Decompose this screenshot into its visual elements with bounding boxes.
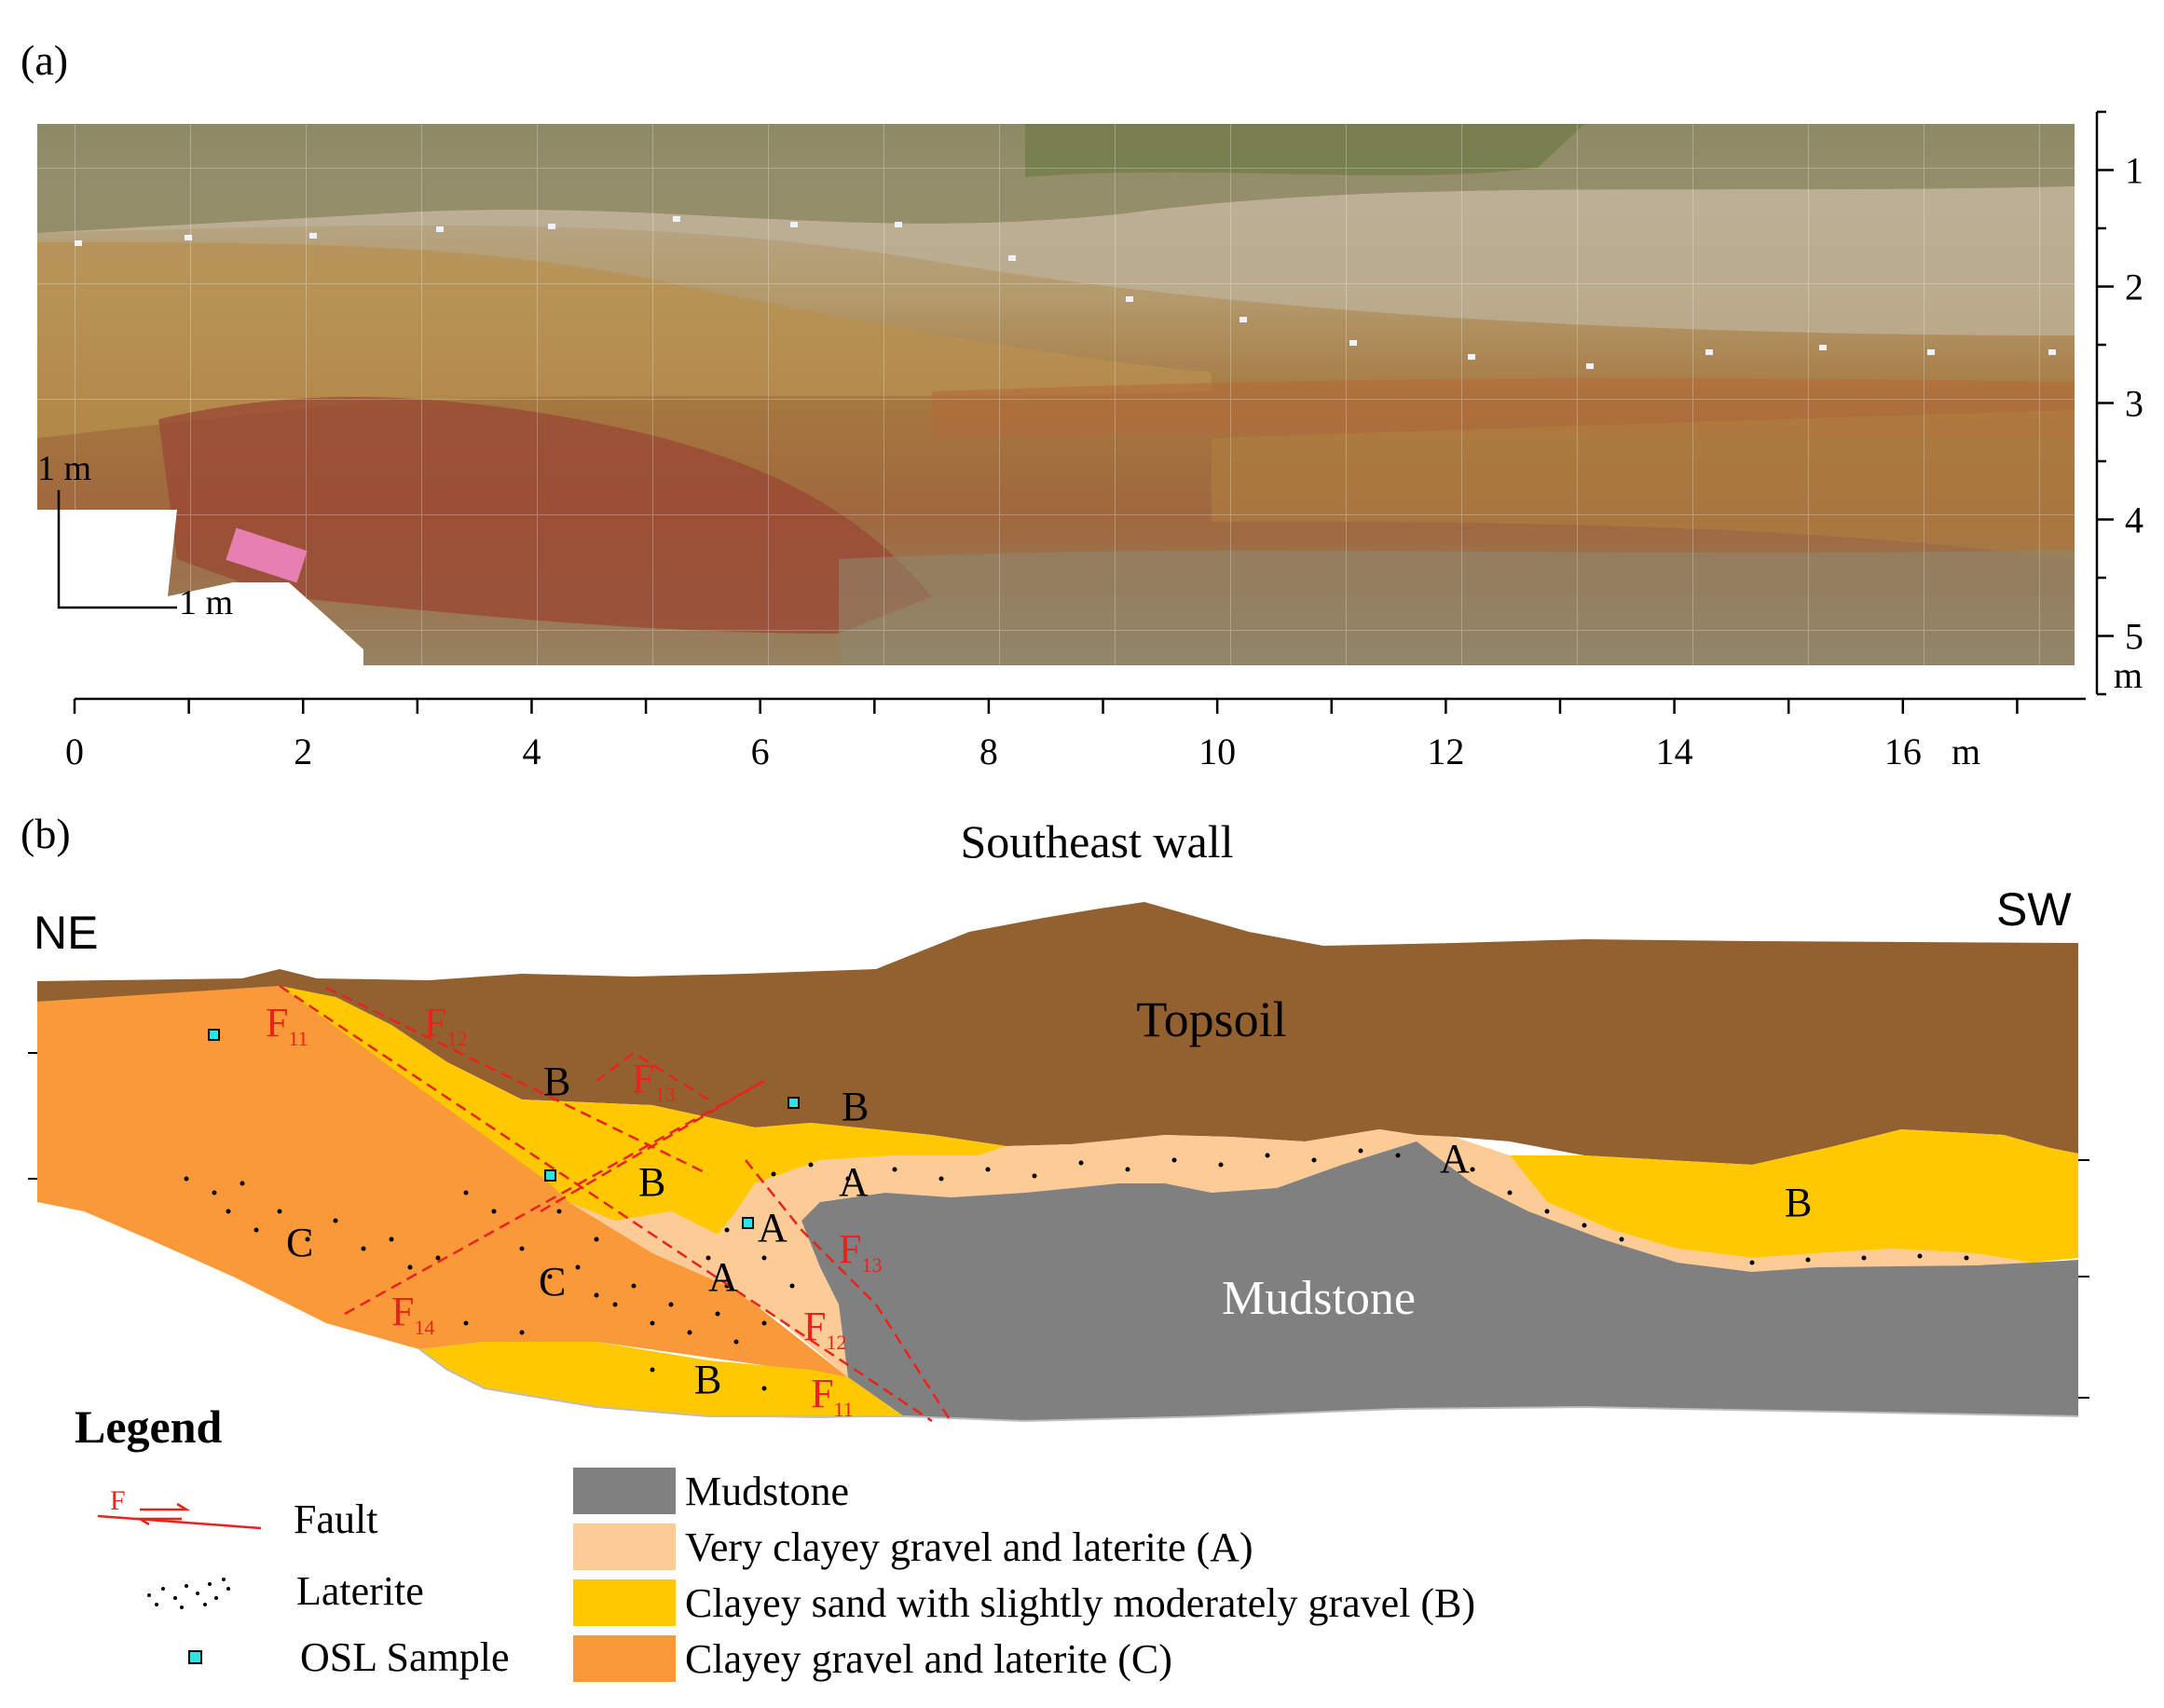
wall-title: Southeast wall <box>960 815 1233 868</box>
panel-b: (b) Southeast wall NE SW <box>21 810 2089 1682</box>
x-axis-tick-label: 10 <box>1198 731 1236 772</box>
unit-a-label: A <box>758 1205 788 1250</box>
legend-fault-label: Fault <box>294 1496 377 1542</box>
y-axis: 1 2 3 4 5 <box>2095 110 2143 696</box>
osl-sample-marker <box>788 1097 800 1109</box>
scale-bar-vertical-label: 1 m <box>37 449 91 488</box>
x-axis-tick-label: 4 <box>522 731 541 772</box>
mudstone-unit <box>801 1141 2078 1421</box>
unit-b-lower <box>419 1342 904 1418</box>
unit-b-label: B <box>638 1159 665 1205</box>
unit-c <box>37 986 848 1377</box>
unit-a-label: A <box>1440 1136 1470 1182</box>
fault-label-f14: F14 <box>391 1289 434 1339</box>
osl-samples <box>208 1029 800 1229</box>
laterite-dots <box>184 1148 1969 1391</box>
legend-unit-label: Mudstone <box>685 1469 849 1514</box>
legend-osl-label: OSL Sample <box>300 1634 509 1680</box>
x-axis-tick-label: 2 <box>294 731 312 772</box>
unit-a-label: A <box>708 1254 738 1300</box>
topsoil-unit <box>37 902 2078 1165</box>
legend-laterite-label: Laterite <box>296 1568 424 1614</box>
x-axis-tick-label: 0 <box>65 731 84 772</box>
legend-swatch <box>573 1524 676 1570</box>
mudstone-label: Mudstone <box>1222 1272 1416 1325</box>
osl-sample-marker <box>544 1169 556 1182</box>
scale-bar <box>57 490 177 609</box>
fault-label-f13: F13 <box>632 1056 675 1106</box>
x-axis-tick-label: 12 <box>1427 731 1464 772</box>
fault-label-f12: F12 <box>424 1000 467 1050</box>
unit-b-right <box>1510 1129 2078 1263</box>
unit-b-label: B <box>543 1059 570 1104</box>
scale-bar-horizontal-label: 1 m <box>179 583 233 622</box>
fault-lines <box>279 984 952 1423</box>
panel-b-label: (b) <box>21 810 71 857</box>
fault-label-f11: F11 <box>811 1371 854 1421</box>
trench-photo <box>37 124 2075 665</box>
legend-title: Legend <box>75 1401 223 1453</box>
legend-swatch <box>573 1635 676 1682</box>
fault-icon-letter: F <box>110 1485 126 1516</box>
fault-label-f13: F13 <box>839 1226 882 1277</box>
fault-label-f12: F12 <box>803 1304 846 1354</box>
x-axis-tick-label: 14 <box>1656 731 1693 772</box>
x-axis-unit: m <box>1952 731 1980 772</box>
unit-a <box>568 1129 2032 1377</box>
topsoil-label: Topsoil <box>1136 991 1286 1047</box>
fault-label-f11: F11 <box>266 1000 308 1050</box>
y-axis-tick-label: 5 <box>2125 616 2143 658</box>
legend: Legend F Fault Laterite OSL Sample Mudst… <box>75 1401 1475 1682</box>
unit-a-label: A <box>839 1159 869 1205</box>
y-axis-tick-label: 2 <box>2125 266 2143 308</box>
unit-c-label: C <box>539 1259 566 1305</box>
osl-sample-icon <box>188 1650 202 1664</box>
unit-b-label: B <box>694 1357 721 1402</box>
x-axis-tick-label: 6 <box>751 731 770 772</box>
unit-b-label: B <box>842 1084 869 1129</box>
legend-unit-label: Clayey sand with slightly moderately gra… <box>685 1580 1475 1626</box>
panel-a-label: (a) <box>21 36 68 84</box>
legend-unit-label: Clayey gravel and laterite (C) <box>685 1636 1172 1682</box>
y-axis-tick-label: 1 <box>2125 150 2143 192</box>
x-axis-tick-label: 8 <box>979 731 998 772</box>
cross-section: Topsoil Mudstone B B B B B A A A A C C F… <box>28 902 2089 1423</box>
legend-swatch <box>573 1468 676 1514</box>
y-axis-unit: m <box>2114 654 2143 696</box>
y-axis-tick-label: 3 <box>2125 383 2143 425</box>
unit-c-label: C <box>286 1220 313 1265</box>
direction-ne: NE <box>34 907 98 959</box>
laterite-icon <box>147 1578 230 1609</box>
unit-b-upper <box>280 986 1007 1235</box>
y-axis-tick-label: 4 <box>2125 499 2143 541</box>
direction-sw: SW <box>1996 883 2072 936</box>
legend-unit-label: Very clayey gravel and laterite (A) <box>685 1524 1253 1570</box>
osl-sample-marker <box>742 1217 754 1229</box>
fault-icon <box>97 1502 262 1530</box>
unit-b-label: B <box>1785 1180 1812 1225</box>
osl-sample-marker <box>208 1029 220 1041</box>
x-axis: 0 2 4 6 8 10 12 14 16 <box>65 697 2086 772</box>
panel-a: (a) <box>21 36 2143 772</box>
x-axis-tick-label: 16 <box>1884 731 1922 772</box>
legend-swatch <box>573 1579 676 1626</box>
